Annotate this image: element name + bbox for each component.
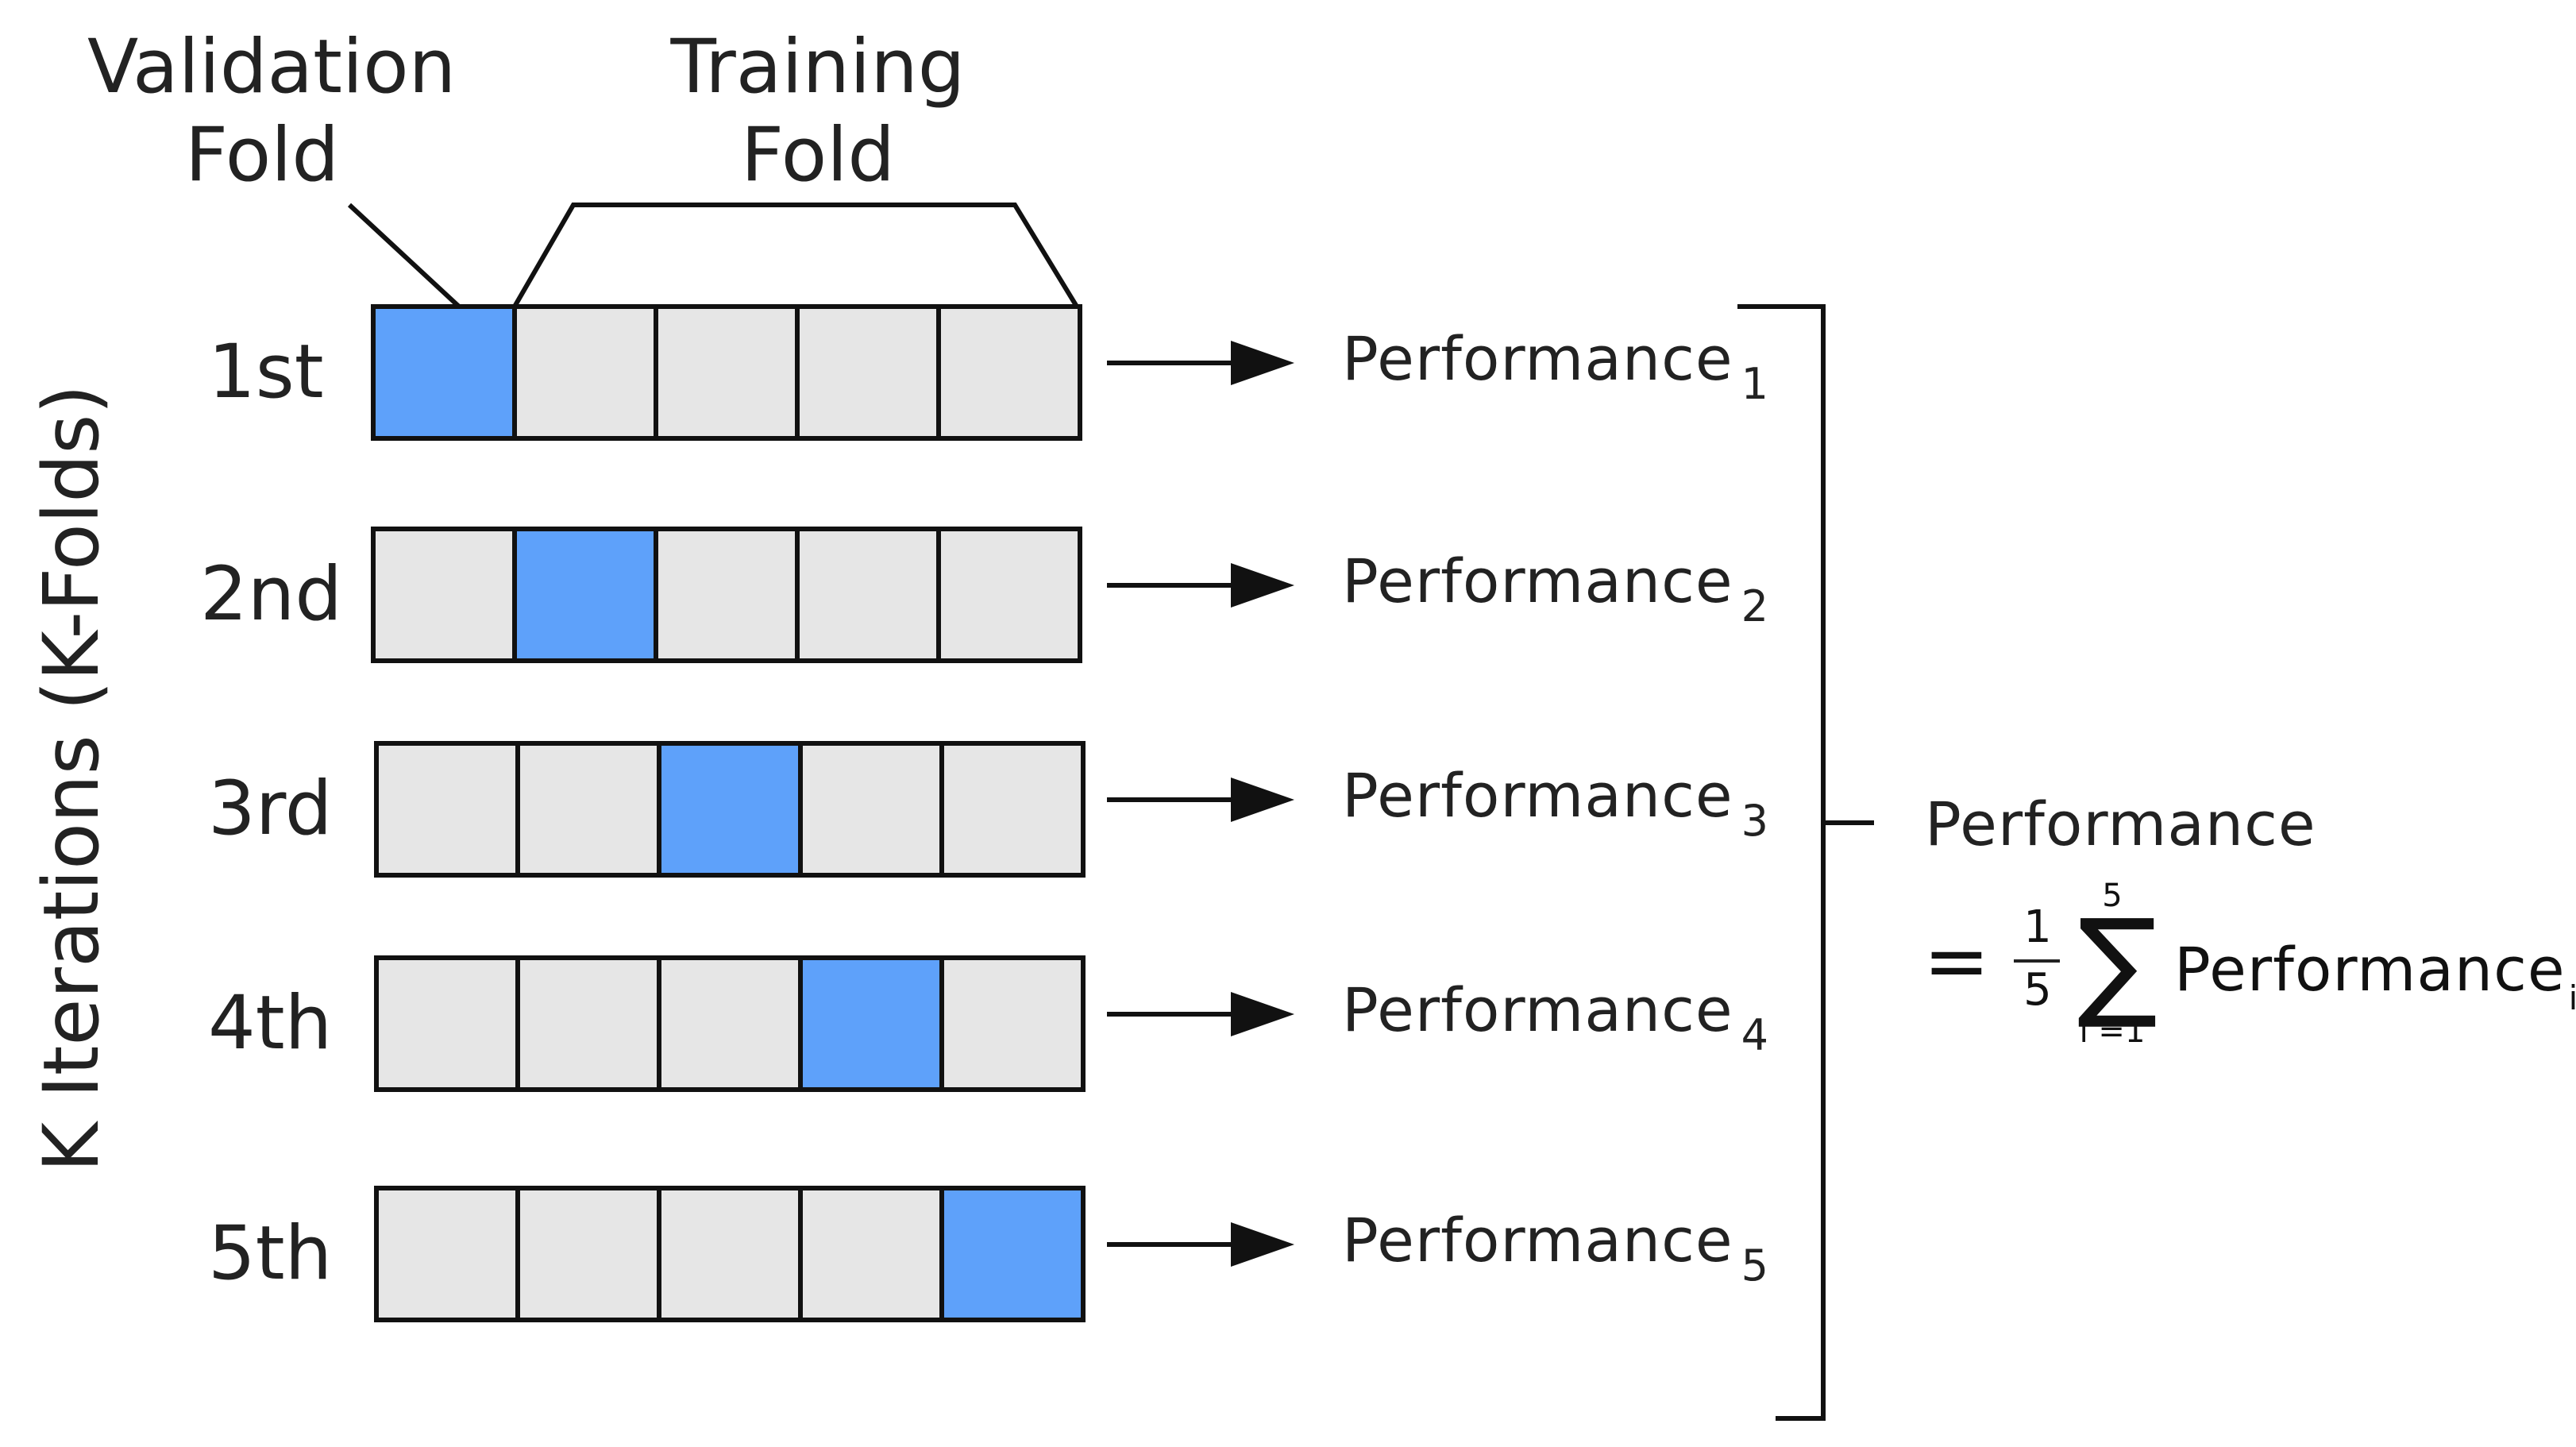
formula-equals: = [1923, 914, 1990, 1007]
sum-lower-limit: i =1 [2079, 1013, 2146, 1050]
performance-label-text: Performance [1342, 760, 1733, 831]
sum-upper-limit: 5 [2102, 878, 2123, 914]
training-fold-cell [374, 955, 520, 1092]
training-fold-cell [936, 527, 1082, 663]
training-fold-cell [515, 741, 661, 878]
validation-fold-cell [798, 955, 944, 1092]
performance-label-text: Performance [1342, 323, 1733, 394]
iteration-label: 3rd [208, 766, 333, 852]
arrow-head [1231, 563, 1294, 608]
training-fold-cell [657, 1186, 803, 1322]
iteration-label: 1st [208, 329, 324, 415]
validation-fold-cell [657, 741, 803, 878]
training-fold-label: Training Fold [643, 24, 993, 200]
iteration-label: 5th [208, 1210, 333, 1297]
training-fold-label-line1: Training [670, 24, 966, 110]
training-fold-cell [798, 1186, 944, 1322]
validation-fold-cell [371, 304, 517, 441]
arrow-head [1231, 1222, 1294, 1267]
formula-numerator: 1 [2023, 901, 2052, 953]
training-fold-cell [515, 1186, 661, 1322]
training-bracket [512, 203, 1079, 308]
performance-label-text: Performance [1342, 546, 1733, 616]
training-fold-cell [515, 955, 661, 1092]
formula-title: Performance [1925, 789, 2316, 859]
training-fold-cell [654, 527, 800, 663]
formula-denominator: 5 [2023, 964, 2052, 1016]
validation-fold-cell [939, 1186, 1086, 1322]
arrow-head [1231, 992, 1294, 1036]
arrow-head [1231, 778, 1294, 822]
validation-fold-cell [512, 527, 658, 663]
training-fold-cell [371, 527, 517, 663]
training-fold-cell [939, 955, 1086, 1092]
validation-fold-label-line2: Fold [184, 111, 339, 199]
training-fold-cell [936, 304, 1082, 441]
performance-label-subscript: 3 [1741, 796, 1769, 846]
iteration-label: 2nd [200, 551, 343, 638]
training-fold-cell [654, 304, 800, 441]
validation-fold-label-line1: Validation [87, 24, 457, 110]
validation-fold-label: Validation Fold [87, 24, 457, 200]
iteration-label: 4th [208, 980, 333, 1067]
training-fold-cell [657, 955, 803, 1092]
performance-label-text: Performance [1342, 1205, 1733, 1275]
training-fold-cell [798, 741, 944, 878]
training-fold-cell [374, 1186, 520, 1322]
training-fold-cell [795, 304, 941, 441]
validation-pointer-line [347, 203, 461, 309]
performance-label-subscript: 2 [1741, 581, 1769, 631]
training-fold-cell [795, 527, 941, 663]
sum-symbol: ∑ [2077, 894, 2158, 1032]
performance-label-subscript: 4 [1741, 1010, 1769, 1060]
arrow-head [1231, 341, 1294, 385]
formula-term-label: Performance [2174, 934, 2566, 1005]
formula-term-subscript: i [2568, 978, 2576, 1017]
training-fold-cell [512, 304, 658, 441]
training-fold-label-line2: Fold [740, 111, 895, 199]
training-fold-cell [374, 741, 520, 878]
formula-fraction-bar [2014, 959, 2060, 963]
results-bracket [1737, 304, 1826, 1421]
performance-label-subscript: 5 [1741, 1241, 1769, 1291]
performance-label-subscript: 1 [1741, 359, 1769, 409]
performance-label-text: Performance [1342, 974, 1733, 1045]
training-fold-cell [939, 741, 1086, 878]
formula-term: Performancei [2174, 934, 2576, 1017]
